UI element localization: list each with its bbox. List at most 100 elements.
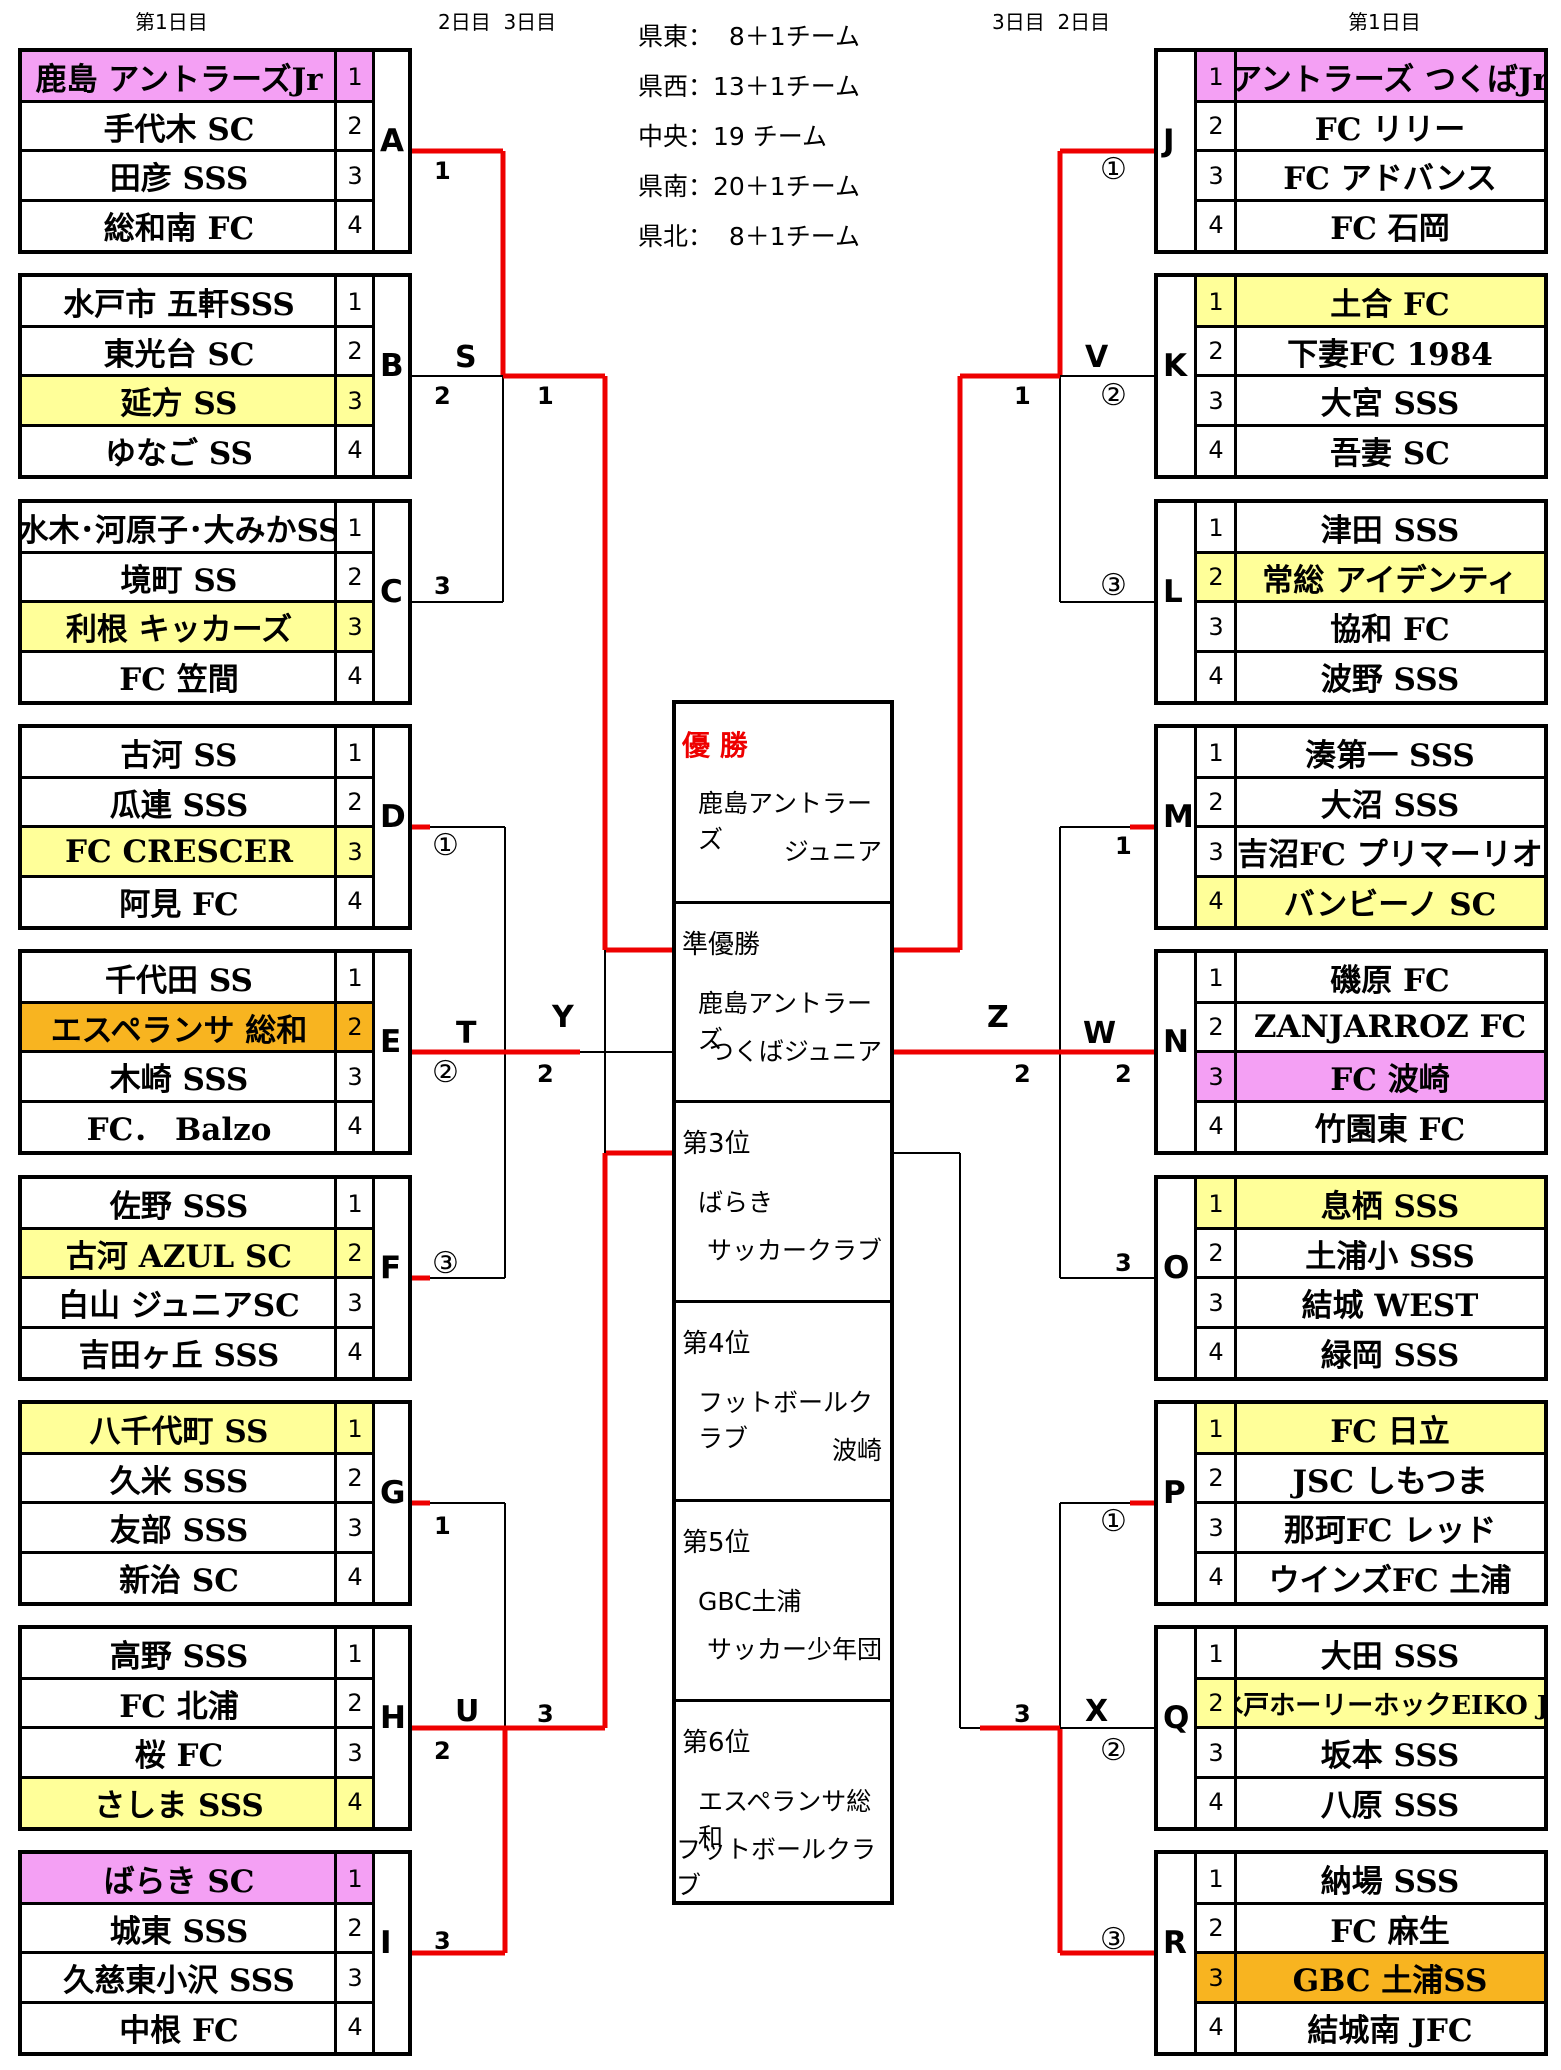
seed-number: 3: [1014, 1700, 1031, 1728]
ranking-entry: 優 勝鹿島アントラーズジュニア: [676, 704, 890, 904]
ranking-title: 優 勝: [682, 729, 748, 762]
match-label-s: S: [455, 340, 477, 375]
team-seed-number: 2: [1208, 337, 1224, 365]
team-name: 八原 SSS: [1320, 1787, 1460, 1824]
team-name: 坂本 SSS: [1320, 1738, 1460, 1774]
team-seed-number: 3: [336, 602, 374, 651]
group-label: H: [380, 1700, 406, 1736]
team-name: 那珂FC レッド: [1283, 1513, 1497, 1549]
team-seed-number: 4: [347, 662, 363, 690]
column-divider: [1234, 277, 1237, 475]
team-name: 結城南 JFC: [1307, 2012, 1473, 2049]
team-seed-number: 3: [347, 1288, 363, 1317]
team-name: 境町 SS: [120, 562, 238, 599]
team-seed-number: 4: [347, 1338, 363, 1366]
team-seed-number: 4: [1208, 1338, 1224, 1366]
group-label: M: [1163, 799, 1194, 835]
row-divider: [1196, 1226, 1544, 1230]
column-divider: [334, 1629, 337, 1827]
seed-number: 2: [1014, 1060, 1031, 1088]
ranking-team-line: 波崎: [831, 1435, 882, 1465]
seed-number: 1: [434, 157, 451, 185]
match-label-w: W: [1083, 1016, 1117, 1051]
pool-position-mark: ③: [1100, 568, 1127, 603]
team-name: FC アドバンス: [1283, 161, 1497, 197]
team-seed-number: 1: [1208, 1639, 1224, 1668]
row-divider: [1196, 99, 1544, 103]
row-divider: [22, 649, 374, 653]
column-divider: [1194, 503, 1197, 701]
team-name: FC CRESCER: [22, 827, 336, 876]
row-divider: [1196, 825, 1544, 828]
row-divider: [1196, 1501, 1544, 1504]
ranking-entry: 第4位フットボールクラブ波崎: [676, 1303, 890, 1502]
team-name: 久米 SSS: [109, 1463, 249, 1500]
column-divider: [372, 503, 375, 701]
team-name: FC． Balzo: [86, 1111, 272, 1148]
summary-line: 県南：20＋1チーム: [638, 172, 860, 201]
team-name: 城東 SSS: [109, 1913, 249, 1950]
team-name: 結城 WEST: [1301, 1288, 1479, 1324]
column-divider: [372, 1404, 375, 1602]
column-divider: [1234, 1404, 1237, 1602]
group-label: J: [1163, 123, 1175, 159]
header-right-day1: 第1日目: [1348, 10, 1421, 34]
row-divider: [22, 2000, 374, 2004]
team-seed-number: 4: [347, 436, 363, 464]
seed-number: 3: [434, 1927, 451, 1955]
team-seed-number: 1: [347, 1189, 363, 1218]
summary-line: 県東： 8＋1チーム: [638, 22, 860, 51]
team-name: FC 日立: [1236, 1404, 1544, 1453]
seed-number: 3: [1115, 1249, 1132, 1277]
column-divider: [334, 953, 337, 1151]
match-label-t: T: [456, 1016, 477, 1051]
team-name: FC 笠間: [119, 661, 239, 698]
team-name: 水木･河原子･大みかSS: [22, 513, 336, 549]
column-divider: [1234, 1629, 1237, 1827]
ranking-title: 第4位: [682, 1328, 751, 1359]
team-name: 大宮 SSS: [1320, 386, 1460, 422]
row-divider: [22, 775, 374, 779]
row-divider: [1196, 1325, 1544, 1329]
column-divider: [1194, 953, 1197, 1151]
ranking-title: 準優勝: [682, 929, 761, 960]
team-seed-number: 4: [1208, 1788, 1224, 1816]
column-divider: [1234, 953, 1237, 1151]
team-name: 古河 SS: [120, 738, 238, 774]
group-label: E: [380, 1024, 402, 1060]
team-seed-number: 1: [1208, 963, 1224, 992]
column-divider: [1194, 52, 1197, 250]
team-seed-number: 1: [1208, 738, 1224, 767]
group-label: Q: [1163, 1700, 1190, 1736]
seed-number: 2: [434, 1737, 451, 1765]
team-seed-number: 1: [1196, 277, 1236, 326]
row-divider: [1196, 1951, 1544, 1954]
team-seed-number: 1: [336, 1854, 374, 1903]
team-seed-number: 3: [1208, 1738, 1224, 1767]
ranking-team-line: つくばジュニア: [708, 1036, 882, 1066]
ranking-team-line: 鹿島アントラーズ: [698, 789, 873, 854]
column-divider: [1234, 728, 1237, 926]
row-divider: [1196, 600, 1544, 603]
team-name: 吉田ヶ丘 SSS: [78, 1337, 280, 1374]
team-seed-number: 2: [347, 1689, 363, 1717]
group-label: D: [380, 799, 406, 835]
team-name: GBC 土浦SS: [1236, 1953, 1544, 2002]
row-divider: [22, 374, 374, 377]
team-name: 古河 AZUL SC: [22, 1228, 336, 1278]
team-name: FC リリー: [1314, 111, 1466, 148]
team-seed-number: 2: [1208, 1464, 1224, 1492]
row-divider: [22, 423, 374, 427]
team-seed-number: 1: [1196, 1404, 1236, 1453]
team-name: 緑岡 SSS: [1320, 1337, 1460, 1374]
team-seed-number: 3: [1208, 386, 1224, 415]
team-name: 津田 SSS: [1320, 513, 1460, 549]
team-name: 波野 SSS: [1320, 661, 1460, 698]
column-divider: [1194, 277, 1197, 475]
team-name: 阿見 FC: [119, 886, 239, 923]
team-seed-number: 3: [347, 1963, 363, 1992]
ranking-team-line: フットボールクラブ: [676, 1834, 877, 1900]
